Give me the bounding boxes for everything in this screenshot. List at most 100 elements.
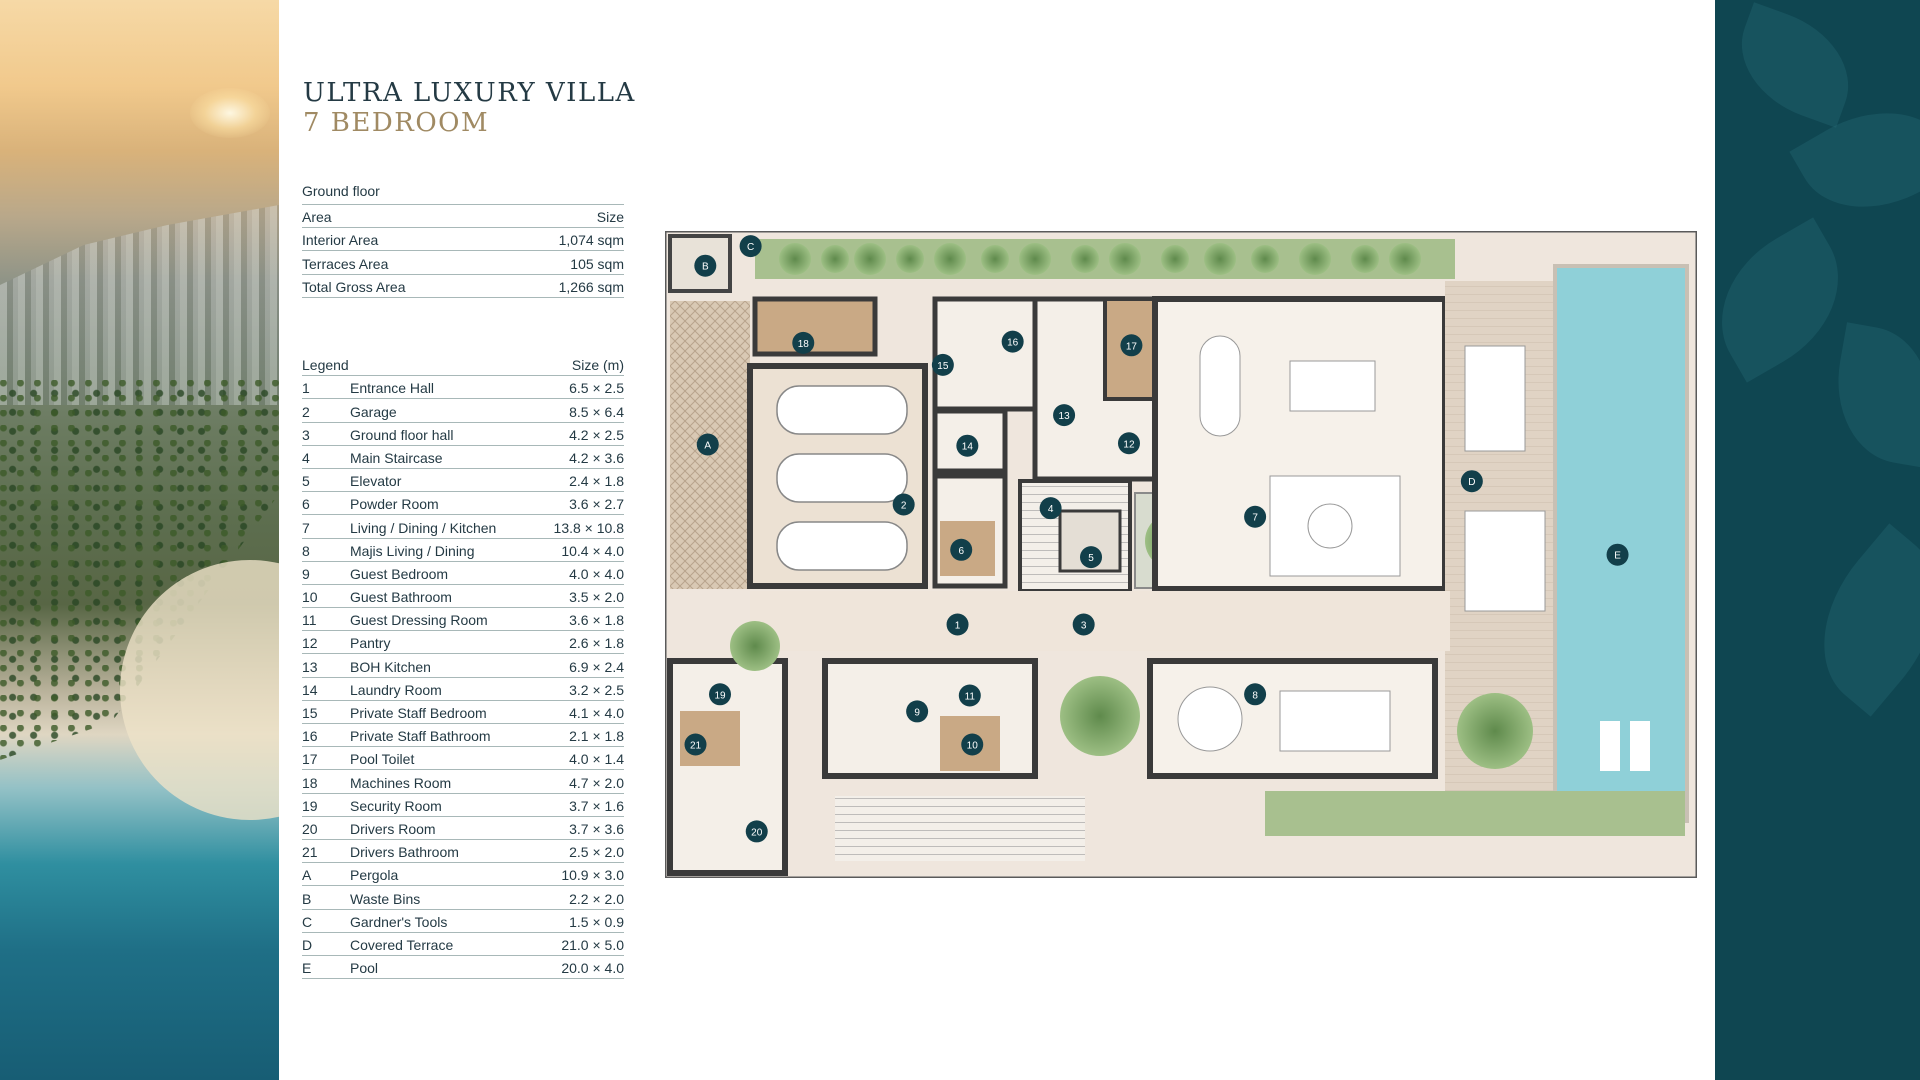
plan-marker-label: B [702,262,709,273]
plan-marker-label: 4 [1048,504,1054,515]
legend-name-cell: Garage [350,403,397,420]
plan-marker: 9 [906,700,929,723]
coffee-table [1307,503,1353,549]
legend-name-cell: Living / Dining / Kitchen [350,519,497,536]
legend-name-cell: Guest Bathroom [350,589,452,606]
area-cell: Interior Area [302,232,379,249]
legend-code-cell: 17 [302,751,318,768]
leaf-shape [1824,322,1920,468]
plan-marker-label: 19 [714,690,726,701]
legend-size-cell: 4.7 × 2.0 [569,774,624,791]
plan-marker: A [696,433,719,456]
plan-marker-label: 5 [1088,553,1094,564]
legend-name-cell: Elevator [350,473,402,490]
page-subtitle: 7 BEDROOM [303,108,490,138]
plan-marker-label: 7 [1252,513,1258,524]
legend-name-cell: Laundry Room [350,681,442,698]
legend-name-cell: Drivers Room [350,820,436,837]
legend-code-cell: 18 [302,774,318,791]
legend-code-cell: 9 [302,565,310,582]
legend-code-cell: E [302,960,312,977]
plan-marker: 10 [961,733,984,756]
plan-marker: 18 [792,331,815,354]
legend-size-cell: 2.6 × 1.8 [569,635,624,652]
legend-size-cell: 4.2 × 3.6 [569,449,624,466]
legend-code-cell: 5 [302,473,310,490]
plan-marker-label: 3 [1081,620,1087,631]
aerial-photo [0,0,279,1080]
cars [776,385,908,571]
legend-name-cell: Pergola [350,867,399,884]
plan-marker: 3 [1072,613,1095,636]
legend-code-cell: 11 [302,612,317,629]
plan-marker: 1 [946,613,969,636]
plan-marker: 7 [1244,505,1267,528]
legend-code-cell: 3 [302,426,310,443]
plan-marker-label: D [1468,477,1475,488]
legend-size-cell: 6.5 × 2.5 [569,380,624,397]
page-title: ULTRA LUXURY VILLA [303,78,636,108]
legend-size-cell: 4.2 × 2.5 [569,426,624,443]
legend-code-cell: 4 [302,449,310,466]
plan-marker-label: 11 [965,692,976,703]
plan-marker-label: 12 [1123,439,1135,450]
plan-marker-label: 15 [937,361,949,372]
legend-code-cell: 10 [302,589,318,606]
legend-name-cell: Pool Toilet [350,751,415,768]
plan-marker: 17 [1120,334,1143,357]
plan-marker: 5 [1080,546,1103,569]
legend-code-cell: 21 [302,844,318,861]
area-cell: Terraces Area [302,255,389,272]
legend-size-cell: 3.6 × 1.8 [569,612,624,629]
round-table [1177,686,1243,752]
decorative-teal-panel [1715,0,1920,1080]
legend-header-row: Legend Size (m) [302,353,624,377]
plan-marker-label: 8 [1252,690,1258,701]
plan-marker: 8 [1244,683,1267,706]
legend-name-cell: BOH Kitchen [350,658,431,675]
legend-size-cell: 10.9 × 3.0 [561,867,624,884]
outdoor-dining [1464,345,1526,452]
legend-size-cell: 6.9 × 2.4 [569,658,624,675]
legend-code-cell: 19 [302,797,318,814]
plan-marker-label: A [704,440,711,451]
area-cell: Total Gross Area [302,278,406,295]
garden-tree [1060,676,1140,756]
size-column-header: Size [596,209,624,226]
legend-name-cell: Main Staircase [350,449,443,466]
legend-size-cell: 21.0 × 5.0 [561,936,624,953]
plan-marker: C [739,235,762,258]
garden-tree [1457,693,1533,769]
table-header-row: Area Size [302,205,624,229]
plan-marker: 20 [745,820,768,843]
legend-size-cell: 10.4 × 4.0 [561,542,624,559]
area-column-header: Area [302,209,332,226]
legend-code-cell: 15 [302,705,318,721]
legend-name-cell: Powder Room [350,496,439,513]
hedge-trees [779,243,1421,275]
plan-marker: E [1606,543,1629,566]
kitchen-island [1199,335,1241,437]
outdoor-lounge [1464,510,1546,612]
legend-name-cell: Majis Living / Dining [350,542,475,559]
legend-code-cell: 7 [302,519,310,536]
plan-marker: 4 [1039,497,1062,520]
legend-name-cell: Security Room [350,797,442,814]
plan-marker: 15 [931,353,954,376]
lower-hedge [1265,791,1685,836]
plan-marker-label: 2 [901,500,907,511]
legend-name-cell: Waste Bins [350,890,421,907]
